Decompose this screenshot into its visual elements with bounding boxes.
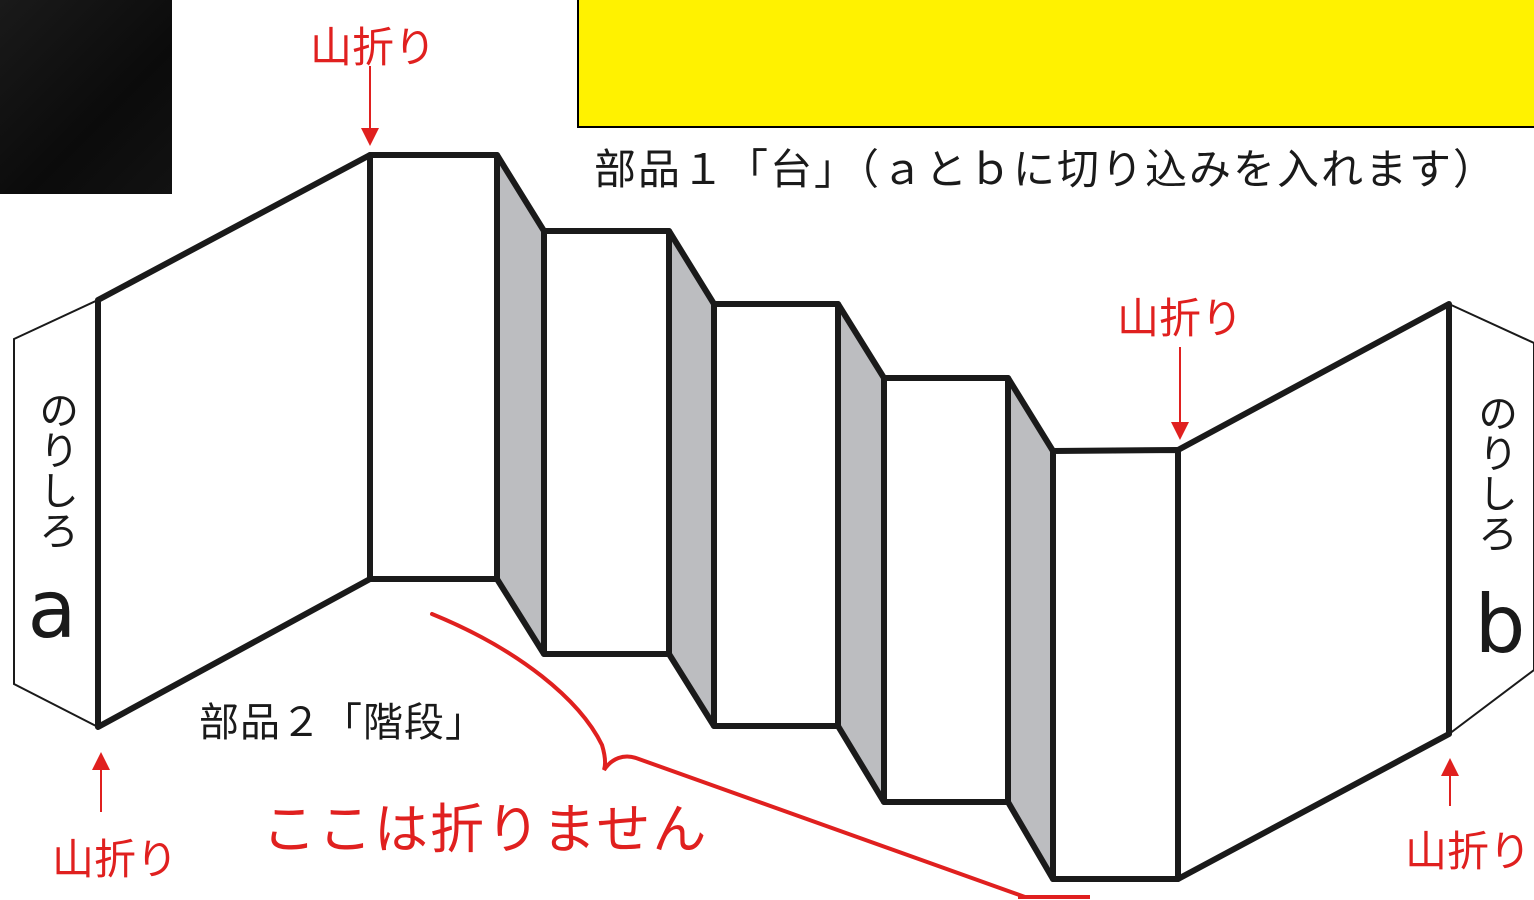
glue-tab-a-letter: a [27,563,76,656]
glue-tab-a-label: のりしろ [32,390,78,550]
mountain-fold-label-bottom-left: 山折り [52,835,179,884]
glue-tab-b-label: のりしろ [1471,393,1517,553]
glue-tab-b-letter: b [1475,578,1526,671]
mountain-fold-label-top: 山折り [310,23,437,72]
no-fold-note: ここは折りません [262,798,709,861]
right-side-panel [1175,301,1452,882]
part1-caption: 部品１「台」（ａとｂに切り込みを入れます） [594,145,1498,194]
step-front-5 [1050,447,1181,882]
left-side-panel [95,152,373,730]
arrow-bottom-right [1441,758,1459,806]
part1-base-yellow [577,0,1534,128]
black-corner-block [0,0,172,194]
step-front-3 [711,301,841,729]
step-front-4 [881,375,1011,805]
step-front-1 [367,152,500,582]
mountain-fold-label-right: 山折り [1117,294,1244,343]
arrow-right-middle [1171,347,1189,440]
step-front-2 [541,228,672,657]
step-riser-4 [1005,375,1056,882]
arrow-bottom-left [92,752,110,812]
mountain-fold-label-bottom-right: 山折り [1405,827,1532,876]
arrow-top-left [361,66,379,146]
no-fold-brace [430,612,1027,899]
step-riser-3 [835,301,887,805]
step-riser-1 [494,152,547,657]
step-riser-2 [666,228,717,729]
part2-caption: 部品２「階段」 [199,700,486,746]
